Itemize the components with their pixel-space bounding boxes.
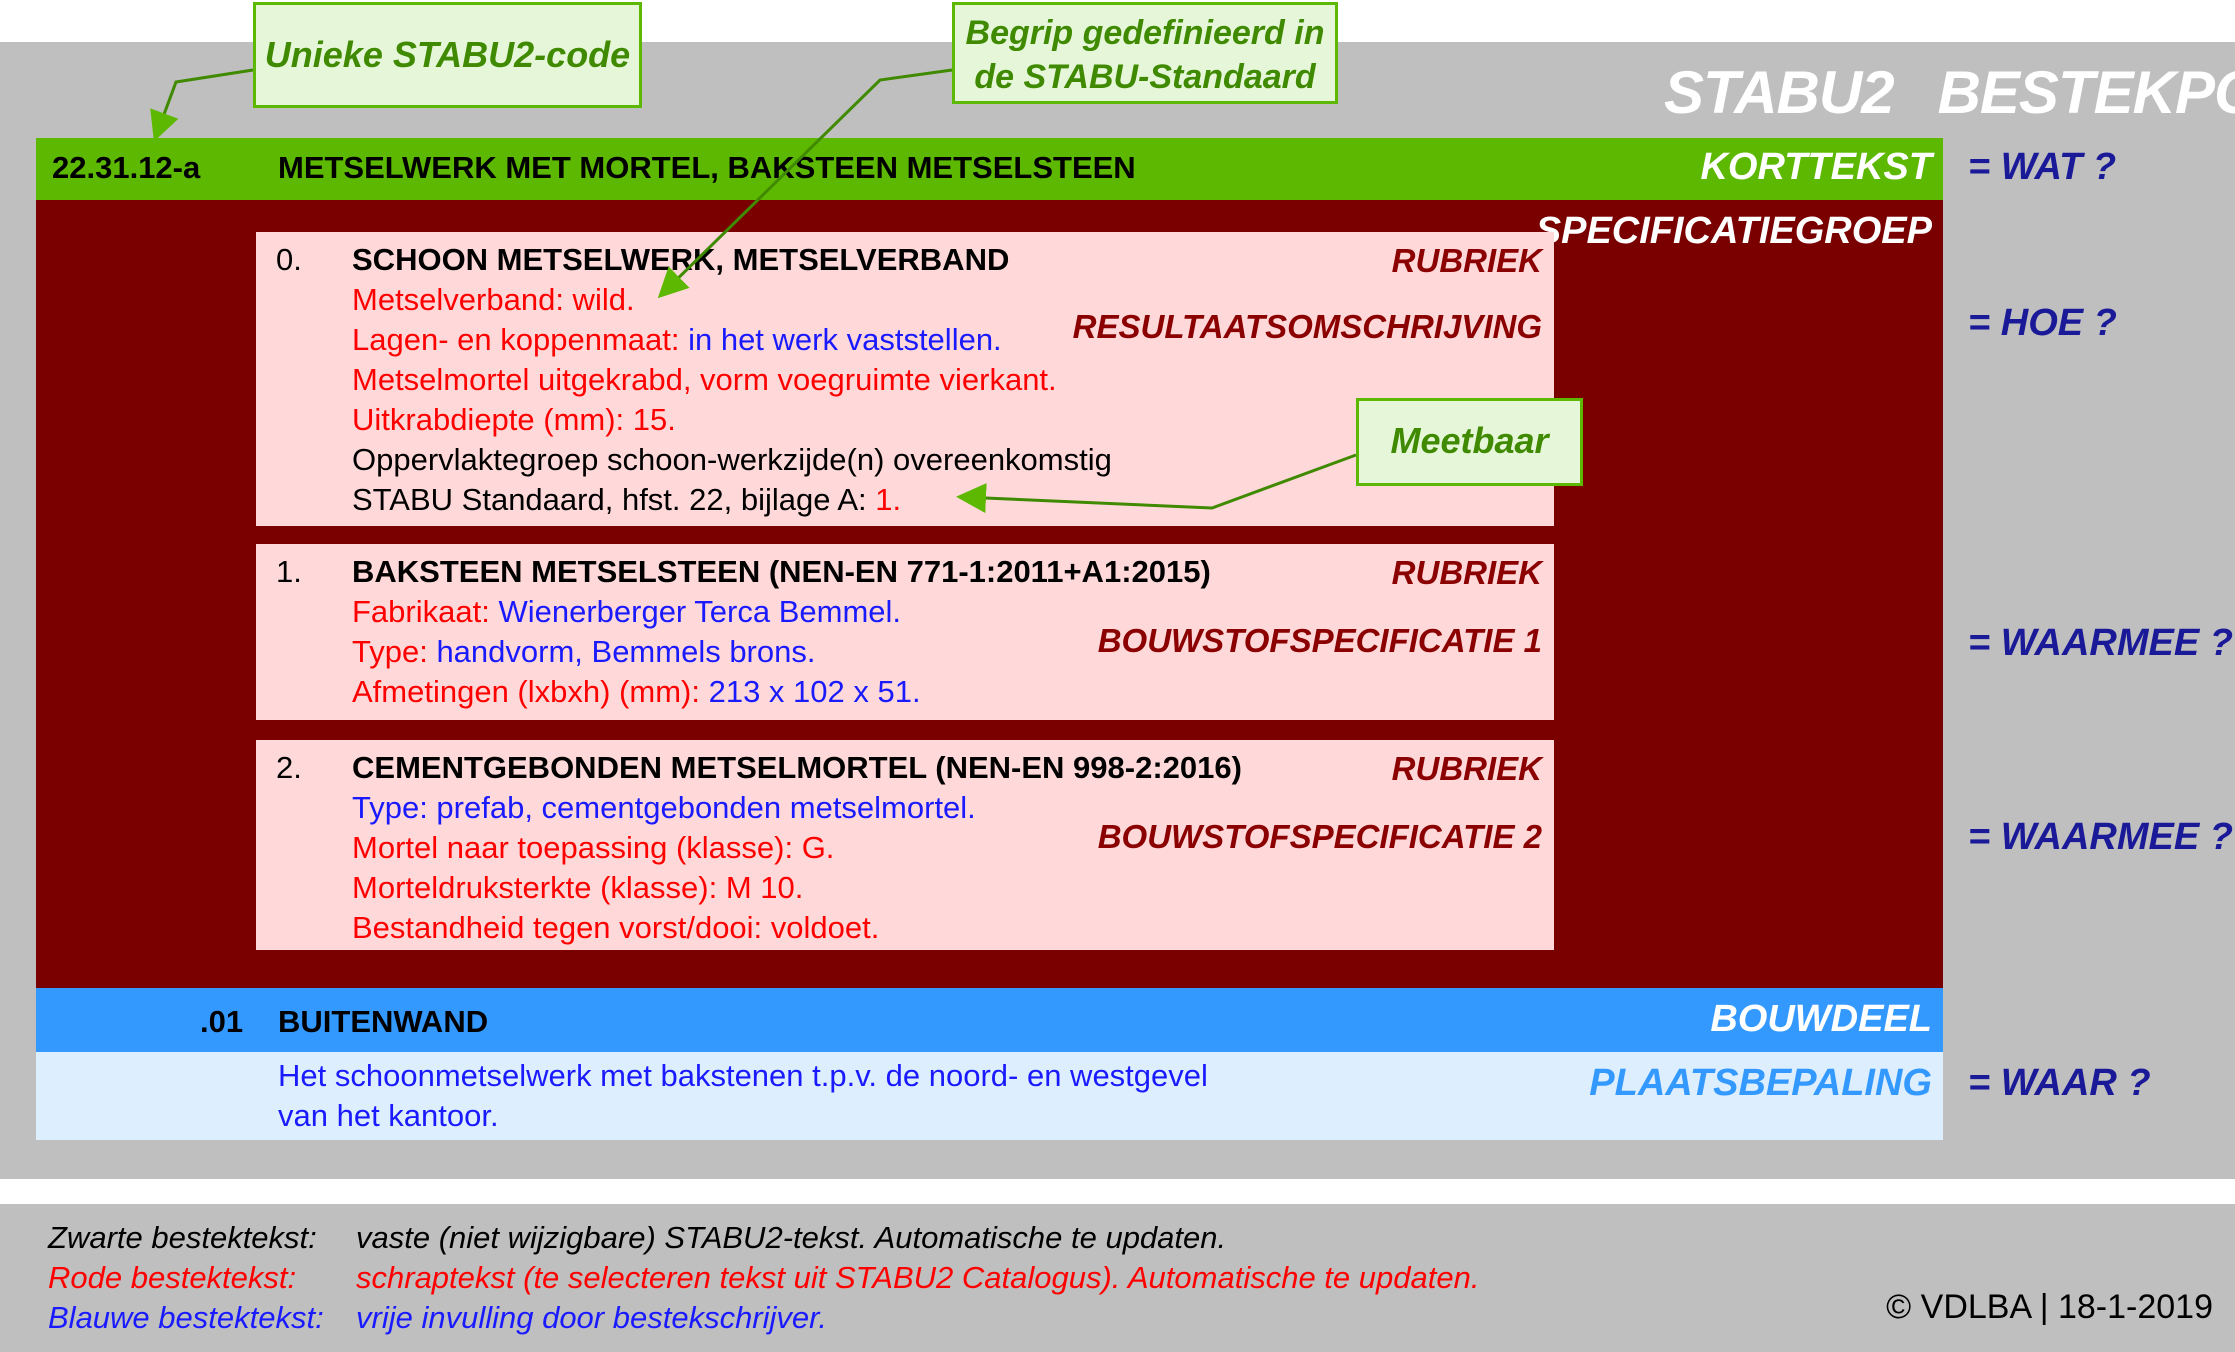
korttekst-text: METSELWERK MET MORTEL, BAKSTEEN METSELST… xyxy=(278,150,1136,185)
rubriek-block-1: 1. BAKSTEEN METSELSTEEN (NEN-EN 771-1:20… xyxy=(256,544,1554,720)
spec-line: Metselverband: wild. xyxy=(352,282,635,318)
callout-begrip-line: Begrip gedefinieerd in xyxy=(965,14,1325,52)
copyright: © VDLBA | 18-1-2019 xyxy=(1886,1288,2213,1326)
spec-line: Morteldruksterkte (klasse): M 10. xyxy=(352,870,803,906)
legend-value: schraptekst (te selecteren tekst uit STA… xyxy=(356,1260,1480,1295)
block-number: 2. xyxy=(276,750,302,785)
legend-value: vrije invulling door bestekschrijver. xyxy=(356,1300,827,1335)
page-title: STABU2 BESTEKPOST xyxy=(1620,58,2235,127)
arrow-begrip xyxy=(657,68,953,299)
legend-blue: Blauwe bestektekst: vrije invulling door … xyxy=(48,1300,827,1336)
callout-meetbaar: Meetbaar xyxy=(1356,398,1583,486)
spec-line: STABU Standaard, hfst. 22, bijlage A: 1. xyxy=(352,482,901,518)
spec-line-red: Fabrikaat: xyxy=(352,594,490,629)
plaatsbepaling-line: Het schoonmetselwerk met bakstenen t.p.v… xyxy=(278,1058,1208,1093)
spec-line-red: Metselverband: wild. xyxy=(352,282,635,317)
block-heading: CEMENTGEBONDEN METSELMORTEL (NEN-EN 998-… xyxy=(352,750,1242,785)
plaatsbepaling-label: PLAATSBEPALING xyxy=(1589,1062,1932,1104)
bouwdeel-code: .01 xyxy=(200,1004,244,1039)
spec-line-blue: handvorm, Bemmels brons. xyxy=(427,634,816,669)
spec-line-blue: Wienerberger Terca Bemmel. xyxy=(489,594,902,629)
arrow-meetbaar xyxy=(956,453,1357,514)
spec-line-blue: Type: prefab, cementgebonden metselmorte… xyxy=(352,790,976,825)
block-number: 1. xyxy=(276,554,302,589)
title-bestekpost: BESTEKPOST xyxy=(1937,59,2235,126)
plaatsbepaling-area xyxy=(36,1052,1943,1140)
spec-line-black: STABU Standaard, hfst. 22, bijlage A: xyxy=(352,482,876,517)
callout-begrip: Begrip gedefinieerd in de STABU-Standaard xyxy=(952,2,1338,104)
block-number: 0. xyxy=(276,242,302,277)
spec-line-red: Lagen- en koppenmaat: xyxy=(352,322,680,357)
legend-key: Zwarte bestektekst: xyxy=(48,1220,317,1255)
spec-line-blue: in het werk vaststellen. xyxy=(679,322,1002,357)
rubriek-block-0: 0. SCHOON METSELWERK, METSELVERBAND RUBR… xyxy=(256,232,1554,526)
spec-line-blue: 213 x 102 x 51. xyxy=(699,674,921,709)
rubriek-label: RUBRIEK xyxy=(1391,750,1542,787)
spec-line: Fabrikaat: Wienerberger Terca Bemmel. xyxy=(352,594,901,630)
legend-key: Rode bestektekst: xyxy=(48,1260,297,1295)
stabu2-code: 22.31.12-a xyxy=(52,150,201,185)
bouwstofspecificatie-label: BOUWSTOFSPECIFICATIE 1 xyxy=(1097,622,1542,659)
resultaatsomschrijving-label: RESULTAATSOMSCHRIJVING xyxy=(1072,308,1542,345)
spec-line: Bestandheid tegen vorst/dooi: voldoet. xyxy=(352,910,879,946)
block-heading: BAKSTEEN METSELSTEEN (NEN-EN 771-1:2011+… xyxy=(352,554,1211,589)
rubriek-block-2: 2. CEMENTGEBONDEN METSELMORTEL (NEN-EN 9… xyxy=(256,740,1554,950)
spec-line-red: Metselmortel uitgekrabd, vorm voegruimte… xyxy=(352,362,1057,397)
spec-line-red: Type: xyxy=(352,634,428,669)
question-waarmee-1: = WAARMEE ? xyxy=(1968,622,2233,664)
spec-line: Type: prefab, cementgebonden metselmorte… xyxy=(352,790,976,826)
callout-begrip-line: de STABU-Standaard xyxy=(974,58,1316,96)
rubriek-label: RUBRIEK xyxy=(1391,554,1542,591)
spec-line: Afmetingen (lxbxh) (mm): 213 x 102 x 51. xyxy=(352,674,921,710)
legend-black: Zwarte bestektekst: vaste (niet wijzigbar… xyxy=(48,1220,1226,1256)
legend-panel xyxy=(0,1204,2235,1352)
title-stabu2: STABU2 xyxy=(1664,59,1895,126)
spec-line: Uitkrabdiepte (mm): 15. xyxy=(352,402,676,438)
question-waar: = WAAR ? xyxy=(1968,1062,2151,1104)
question-hoe: = HOE ? xyxy=(1968,302,2117,344)
spec-line: Mortel naar toepassing (klasse): G. xyxy=(352,830,834,866)
callout-unique-code: Unieke STABU2-code xyxy=(253,2,642,108)
question-waarmee-2: = WAARMEE ? xyxy=(1968,816,2233,858)
bouwdeel-text: BUITENWAND xyxy=(278,1004,489,1039)
korttekst-label: KORTTEKST xyxy=(1700,146,1932,188)
spec-line-red: Afmetingen (lxbxh) (mm): xyxy=(352,674,700,709)
bouwdeel-label: BOUWDEEL xyxy=(1710,998,1932,1040)
plaatsbepaling-text: Het schoonmetselwerk met bakstenen t.p.v… xyxy=(278,1056,1208,1136)
legend-value: vaste (niet wijzigbare) STABU2-tekst. Au… xyxy=(356,1220,1227,1255)
legend-key: Blauwe bestektekst: xyxy=(48,1300,324,1335)
korttekst-bar xyxy=(36,138,1943,200)
legend-red: Rode bestektekst: schraptekst (te selecte… xyxy=(48,1260,1479,1296)
specificatiegroep-label: SPECIFICATIEGROEP xyxy=(1535,210,1932,252)
spec-line: Type: handvorm, Bemmels brons. xyxy=(352,634,815,670)
bouwdeel-bar xyxy=(36,988,1943,1052)
spec-line-red: 1. xyxy=(875,482,902,517)
spec-line-red: Bestandheid tegen vorst/dooi: voldoet. xyxy=(352,910,880,945)
arrow-unique-code xyxy=(150,68,254,142)
plaatsbepaling-line: van het kantoor. xyxy=(278,1098,499,1133)
spec-line-red: Mortel naar toepassing (klasse): G. xyxy=(352,830,835,865)
spec-line-black: Oppervlaktegroep schoon-werkzijde(n) ove… xyxy=(352,442,1112,477)
rubriek-label: RUBRIEK xyxy=(1391,242,1542,279)
question-wat: = WAT ? xyxy=(1968,146,2117,188)
bouwstofspecificatie-label: BOUWSTOFSPECIFICATIE 2 xyxy=(1097,818,1542,855)
spec-line: Metselmortel uitgekrabd, vorm voegruimte… xyxy=(352,362,1057,398)
spec-line: Lagen- en koppenmaat: in het werk vastst… xyxy=(352,322,1002,358)
spec-line-red: Morteldruksterkte (klasse): M 10. xyxy=(352,870,804,905)
spec-line: Oppervlaktegroep schoon-werkzijde(n) ove… xyxy=(352,442,1112,478)
spec-line-red: Uitkrabdiepte (mm): 15. xyxy=(352,402,676,437)
